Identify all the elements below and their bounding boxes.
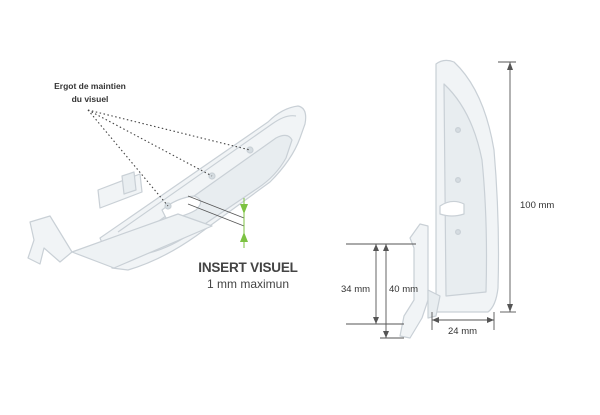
dimension-height-total: 100 mm: [520, 200, 555, 211]
holder-perspective-view: [27, 105, 307, 271]
insert-label-subtitle: 1 mm maximun: [206, 277, 289, 291]
ergot-leader-lines: [87, 109, 251, 207]
holder-side-view: [399, 59, 500, 339]
ergot-label-line2: du visuel: [71, 94, 109, 104]
insert-label-title: INSERT VISUEL: [198, 260, 298, 275]
insert-thickness-marker: [187, 195, 248, 248]
ergot-label-line1: Ergot de maintien: [54, 81, 126, 91]
dimension-width: 24 mm: [448, 326, 478, 337]
insert-label: INSERT VISUEL 1 mm maximun: [196, 260, 300, 292]
dimension-height-b: 40 mm: [389, 284, 419, 295]
ergot-label: Ergot de maintien du visuel: [40, 80, 140, 106]
dimension-arrows: [373, 62, 513, 338]
dimension-lines: [346, 61, 516, 339]
dimension-height-a: 34 mm: [341, 284, 371, 295]
